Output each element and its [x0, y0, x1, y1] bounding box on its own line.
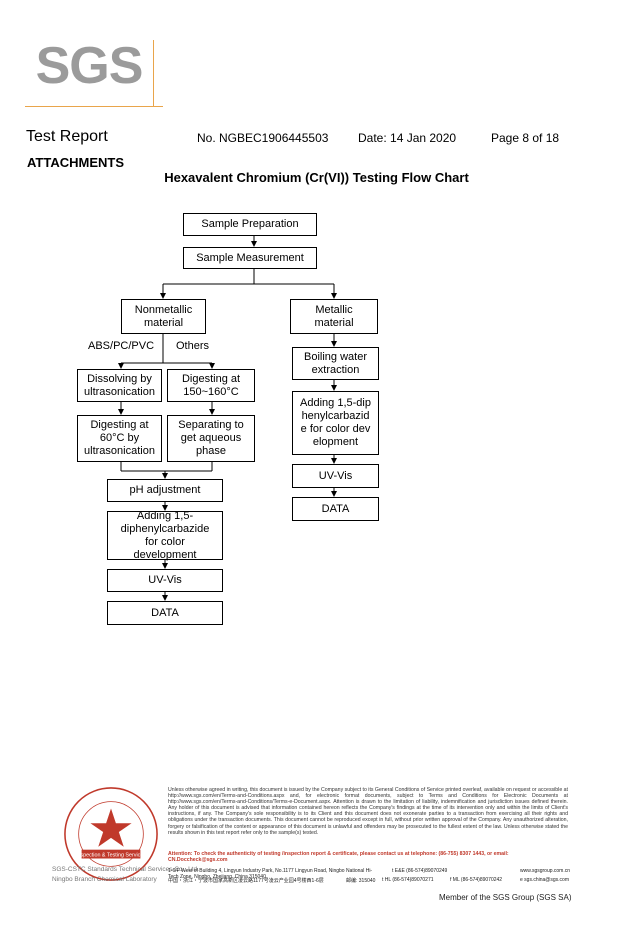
- logo-line-vertical: [153, 40, 154, 106]
- report-number: No. NGBEC1906445503: [197, 131, 329, 145]
- email: e sgs.china@sgs.com: [520, 877, 569, 883]
- box-separating: Separating to get aqueous phase: [167, 415, 255, 462]
- company-seal: Inspection & Testing Services: [64, 787, 158, 881]
- label-abs-pc-pvc: ABS/PC/PVC: [88, 340, 155, 352]
- box-uv-vis-left: UV-Vis: [107, 569, 223, 592]
- box-sample-measurement: Sample Measurement: [183, 247, 317, 269]
- box-digesting-60: Digesting at 60°C by ultrasonication: [77, 415, 162, 462]
- box-data-right: DATA: [292, 497, 379, 521]
- member-statement: Member of the SGS Group (SGS SA): [439, 893, 572, 902]
- box-uv-vis-right: UV-Vis: [292, 464, 379, 488]
- report-date: Date: 14 Jan 2020: [358, 131, 457, 145]
- report-title: Test Report: [26, 128, 108, 145]
- telephone-english: t E&E (86-574)89070249: [392, 868, 448, 874]
- fax-chinese: f ML (86-574)89070242: [450, 877, 503, 883]
- page-number: Page 8 of 18: [491, 131, 560, 145]
- sgs-logo: SGS: [25, 37, 163, 107]
- address-english: 1-6/F West of Building 4, Lingyun Indust…: [168, 868, 373, 880]
- box-ph-adjustment: pH adjustment: [107, 479, 223, 502]
- footer-attention: Attention: To check the authenticity of …: [168, 851, 509, 864]
- box-boiling-water: Boiling water extraction: [292, 347, 379, 380]
- seal-star-icon: [90, 808, 132, 847]
- label-others: Others: [176, 340, 210, 352]
- seal-label: Inspection & Testing Services: [76, 853, 146, 859]
- box-adding-diphenylcarbazide-right: Adding 1,5-diphenylcarbazide for color d…: [292, 391, 379, 455]
- box-sample-preparation: Sample Preparation: [183, 213, 317, 236]
- website: www.sgsgroup.com.cn: [520, 868, 571, 874]
- box-digesting-150: Digesting at 150~160°C: [167, 369, 255, 402]
- box-metallic-material: Metallic material: [290, 299, 378, 334]
- box-nonmetallic-material: Nonmetallic material: [121, 299, 206, 334]
- logo-line-horizontal: [25, 106, 163, 107]
- box-adding-diphenylcarbazide-left: Adding 1,5-diphenylcarbazide for color d…: [107, 510, 223, 561]
- footer-disclaimer: Unless otherwise agreed in writing, this…: [168, 787, 568, 836]
- address-chinese: 中国・浙江・宁波市国家高新区凌云路1177号凌云产业园4号楼西1-6层: [168, 878, 324, 884]
- branch-name: SGS-CSTC Standards Technical Services Co…: [52, 866, 199, 873]
- flow-chart-title: Hexavalent Chromium (Cr(VI)) Testing Flo…: [164, 170, 469, 185]
- postcode-chinese: 邮编: 315040: [346, 878, 376, 884]
- telephone-chinese: t HL (86-574)89070271: [382, 877, 434, 883]
- box-data-left: DATA: [107, 601, 223, 625]
- logo-text: SGS: [35, 37, 144, 95]
- branch-lab: Ningbo Branch Chemical Laboratory: [52, 876, 157, 883]
- box-dissolving: Dissolving by ultrasonication: [77, 369, 162, 402]
- section-heading: ATTACHMENTS: [27, 155, 125, 170]
